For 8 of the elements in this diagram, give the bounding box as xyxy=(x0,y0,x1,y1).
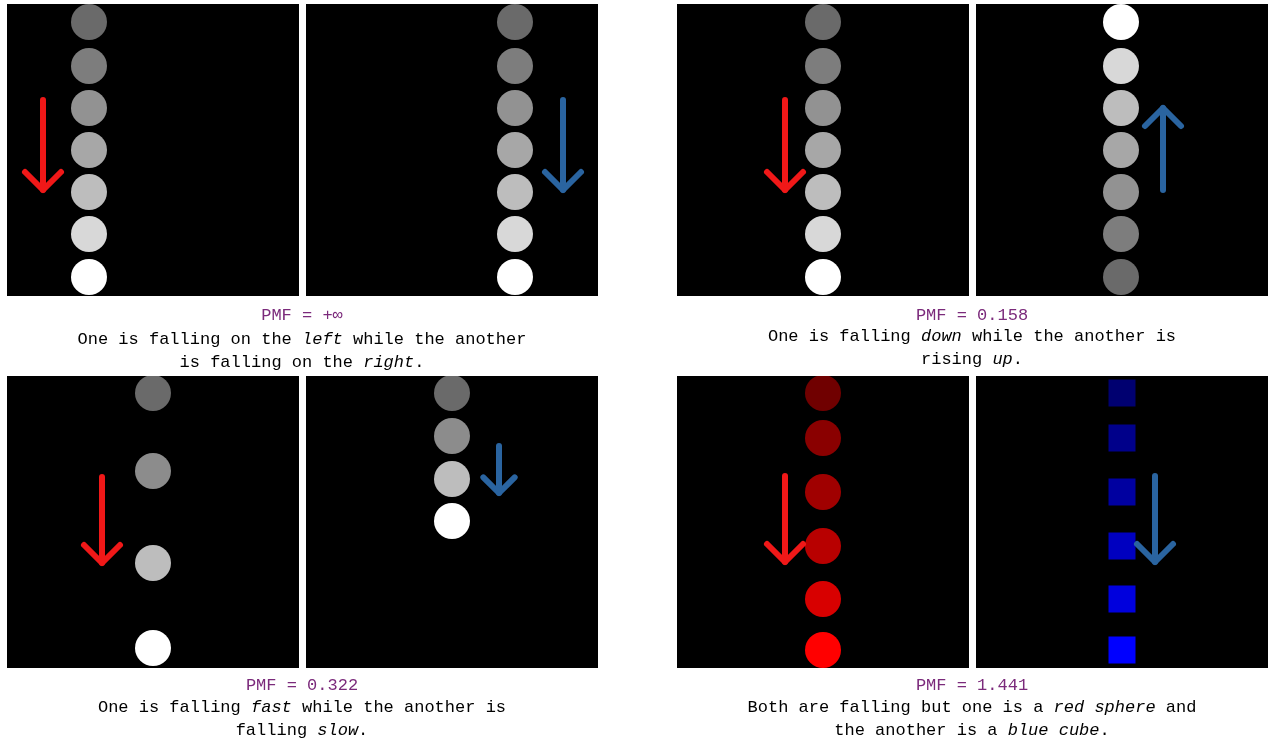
caption-text: One is falling fast while the another is falling slow. xyxy=(96,697,508,742)
pmf-value: PMF = +∞ xyxy=(260,305,344,327)
caption-text: Both are falling but one is a red sphere and the another is a blue cube. xyxy=(746,697,1198,742)
caption-text: One is falling on the left while the another is falling on the right. xyxy=(76,329,528,374)
pmf-value: PMF = 0.322 xyxy=(244,675,360,697)
pmf-value: PMF = 0.158 xyxy=(914,305,1030,327)
pmf-value: PMF = 1.441 xyxy=(914,675,1030,697)
caption-text: One is falling down while the another is rising up. xyxy=(766,326,1178,371)
